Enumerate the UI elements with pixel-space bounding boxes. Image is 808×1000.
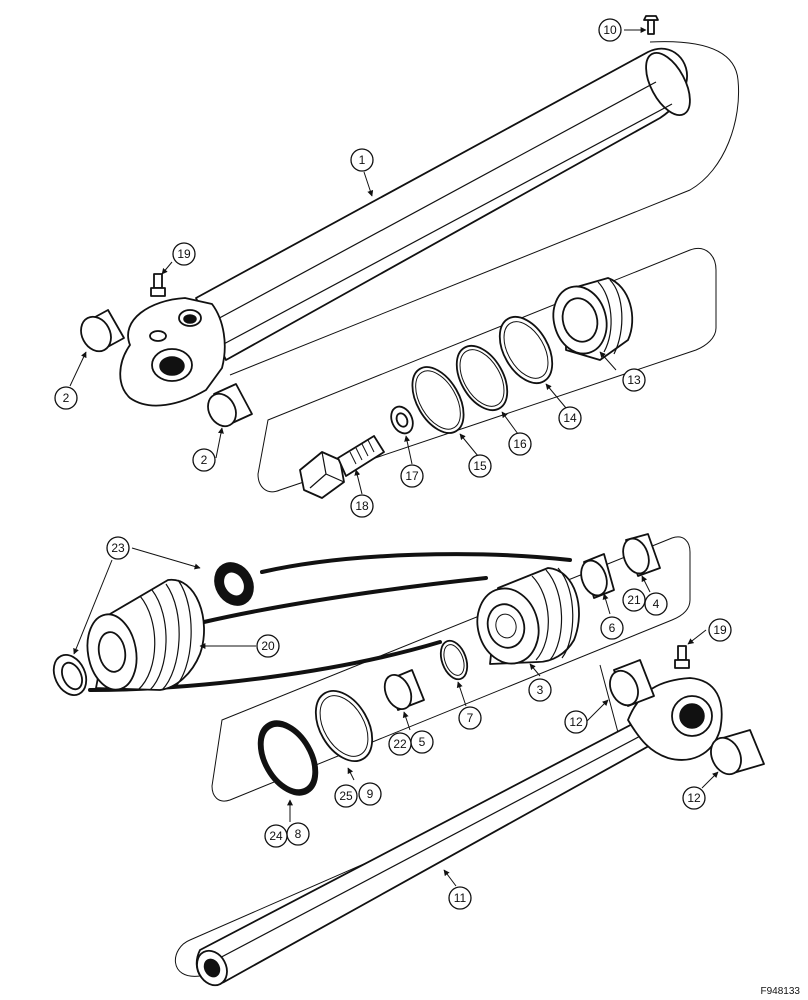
svg-text:2: 2 <box>63 391 70 405</box>
callout-12-lower: 12 <box>682 786 706 810</box>
callout-4: 4 <box>644 592 668 616</box>
barrel-phantom-outline <box>229 41 740 376</box>
upper-kit-phantom <box>257 248 717 493</box>
callout-22: 22 <box>388 732 412 756</box>
bushing-6 <box>580 553 615 599</box>
svg-text:15: 15 <box>473 459 487 473</box>
ring-15-inner <box>415 370 461 430</box>
piston-3 <box>476 567 580 665</box>
callout-14: 14 <box>558 406 582 430</box>
svg-text:9: 9 <box>367 787 374 801</box>
bushing-12-lower <box>710 729 765 776</box>
svg-text:22: 22 <box>393 737 407 751</box>
svg-text:8: 8 <box>295 827 302 841</box>
assembly-line-2 <box>202 576 488 624</box>
svg-text:20: 20 <box>261 639 275 653</box>
callout-12-upper: 12 <box>564 710 588 734</box>
callout-10: 10 <box>598 18 622 42</box>
callout-3: 3 <box>528 678 552 702</box>
callout-21: 21 <box>622 588 646 612</box>
gland-13 <box>552 277 634 361</box>
bushing-2-left <box>80 309 125 353</box>
svg-text:1: 1 <box>359 153 366 167</box>
callout-2-upper: 2 <box>54 386 78 410</box>
callout-7: 7 <box>458 706 482 730</box>
svg-text:4: 4 <box>653 597 660 611</box>
grease-fitting-upper <box>150 273 166 297</box>
bushing-5 <box>383 669 425 711</box>
svg-text:13: 13 <box>627 373 641 387</box>
seal-23-upper <box>214 562 254 606</box>
svg-text:18: 18 <box>355 499 369 513</box>
grease-fitting-lower <box>674 645 690 669</box>
barrel-clevis <box>119 297 226 407</box>
svg-text:14: 14 <box>563 411 577 425</box>
callout-17: 17 <box>400 464 424 488</box>
callout-5: 5 <box>410 730 434 754</box>
snap-ring-7-inner <box>443 644 465 676</box>
svg-text:23: 23 <box>111 541 125 555</box>
ring-14-inner <box>503 321 549 379</box>
svg-text:19: 19 <box>177 247 191 261</box>
callout-11: 11 <box>448 886 472 910</box>
callout-19-upper: 19 <box>172 242 196 266</box>
set-screw-10 <box>643 15 659 35</box>
svg-text:17: 17 <box>405 469 419 483</box>
callout-18: 18 <box>350 494 374 518</box>
callout-23: 23 <box>106 536 130 560</box>
piston-20 <box>86 579 205 691</box>
washer-17 <box>390 405 414 435</box>
svg-text:11: 11 <box>454 891 467 905</box>
bushing-12-upper <box>609 659 655 707</box>
svg-text:21: 21 <box>627 593 641 607</box>
ring-16 <box>455 345 509 411</box>
snap-ring-7 <box>439 639 469 681</box>
ring-9 <box>314 690 374 762</box>
ring-14 <box>498 316 554 384</box>
svg-text:24: 24 <box>269 829 283 843</box>
cylinder-barrel <box>195 47 691 361</box>
callout-8: 8 <box>286 822 310 846</box>
svg-text:7: 7 <box>467 711 474 725</box>
svg-text:12: 12 <box>687 791 701 805</box>
svg-text:10: 10 <box>603 23 617 37</box>
svg-text:19: 19 <box>713 623 727 637</box>
callout-9: 9 <box>358 782 382 806</box>
bushing-2-right <box>207 383 253 428</box>
callout-6: 6 <box>600 616 624 640</box>
ring-16-inner <box>459 349 505 407</box>
callout-16: 16 <box>508 432 532 456</box>
callout-24: 24 <box>264 824 288 848</box>
ring-4 <box>622 533 661 577</box>
svg-text:25: 25 <box>339 789 353 803</box>
bolt-18 <box>299 435 385 499</box>
rod-phantom-outline <box>175 664 621 977</box>
ring-15 <box>411 366 465 434</box>
callout-1: 1 <box>350 148 374 172</box>
lower-kit-phantom <box>211 536 691 802</box>
assembly-line-1 <box>260 552 572 574</box>
callout-15: 15 <box>468 454 492 478</box>
callout-2-lower: 2 <box>192 448 216 472</box>
svg-text:16: 16 <box>513 437 527 451</box>
callout-19-lower: 19 <box>708 618 732 642</box>
leader-lines <box>69 27 719 887</box>
ring-9-inner <box>319 695 369 757</box>
rod-eye <box>627 677 723 761</box>
svg-text:3: 3 <box>537 683 544 697</box>
callout-25: 25 <box>334 784 358 808</box>
svg-text:5: 5 <box>419 735 426 749</box>
svg-text:6: 6 <box>609 621 616 635</box>
seal-23-lower <box>52 654 88 696</box>
ring-8-inner <box>261 725 315 791</box>
callout-13: 13 <box>622 368 646 392</box>
svg-text:12: 12 <box>569 715 583 729</box>
callout-20: 20 <box>256 634 280 658</box>
svg-text:2: 2 <box>201 453 208 467</box>
figure-id: F948133 <box>761 986 801 997</box>
